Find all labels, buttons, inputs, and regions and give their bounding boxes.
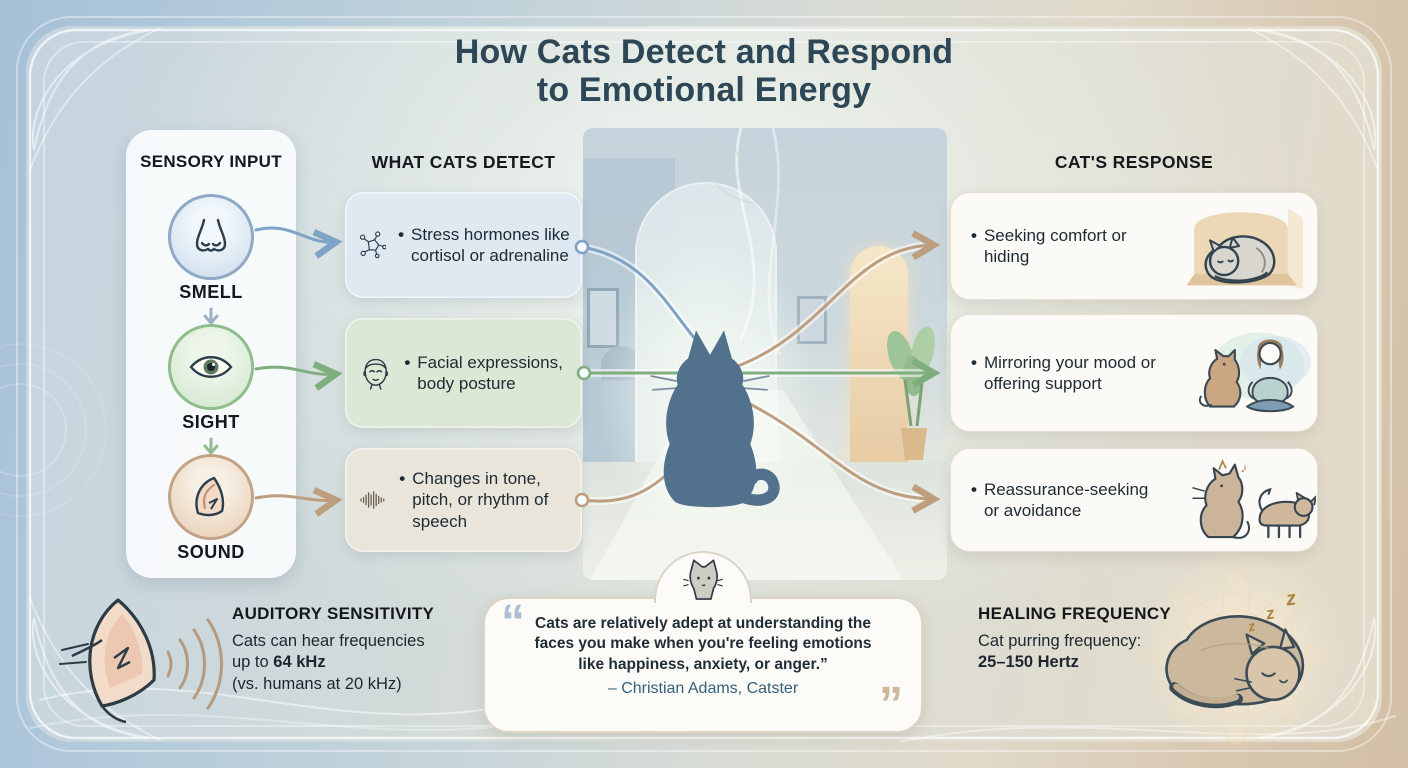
cat-hiding-in-corner-icon [1165,197,1317,295]
smell-label: SMELL [179,282,243,302]
cat-head-icon [683,559,723,600]
auditory-line1: Cats can hear frequencies [232,632,425,650]
bullet: • [971,479,977,499]
bullet: • [399,469,406,489]
page-title: How Cats Detect and Respond to Emotional… [0,33,1408,110]
plant-icon [887,326,935,460]
molecule-icon [359,231,387,259]
sight-label: SIGHT [182,412,240,432]
smell-circle [168,194,254,280]
detect-box-tone-of-speech: • Changes in tone, pitch, or rhythm of s… [345,448,582,552]
quote-attribution: – Christian Adams, Catster [607,680,799,698]
sound-label: SOUND [177,542,245,562]
two-cats-icon: ♪ [1165,453,1317,547]
response-item-text: Seeking comfort or hiding [983,225,1127,266]
title-line-2: to Emotional Energy [536,71,872,110]
response-box-mirroring-mood: • Mirroring your mood or offering suppor… [950,314,1318,432]
cat-with-meditating-person-icon [1165,320,1317,427]
quote-text: Cats are relatively adept at understandi… [534,615,872,673]
detect-box-stress-hormones: • Stress hormones like cortisol or adren… [345,192,582,298]
face-icon [363,358,389,390]
quote-box: “ Cats are relatively adept at understan… [483,551,923,733]
open-quote-icon: “ [501,596,525,649]
detect-item-text: Stress hormones like cortisol or adrenal… [411,224,570,265]
response-box-seeking-comfort: • Seeking comfort or hiding [950,192,1318,300]
sight-circle [168,324,254,410]
bullet: • [971,225,977,245]
auditory-heading: AUDITORY SENSITIVITY [232,604,435,623]
response-item-text: Mirroring your mood or offering support [983,352,1156,393]
cats-response-header: CAT'S RESPONSE [1054,152,1214,172]
healing-hertz: 25–150 Hertz [978,653,1079,672]
cat-silhouette-icon [640,323,780,511]
bullet: • [404,352,411,372]
response-box-reassurance: • Reassurance-seeking or avoidance ♪ [950,448,1318,552]
detect-item-text: Changes in tone, pitch, or rhythm of spe… [412,469,549,531]
title-line-1: How Cats Detect and Respond [454,33,954,71]
auditory-line3: (vs. humans at 20 kHz) [232,674,402,693]
eye-icon [189,356,233,378]
music-note-icon: ♪ [1239,460,1249,476]
response-item-text: Reassurance-seeking or avoidance [983,479,1149,520]
sleeping-cat-icon [1148,592,1324,716]
bullet: • [398,224,405,244]
sound-circle [168,454,254,540]
close-quote-icon: ” [879,678,903,731]
auditory-sensitivity-block: AUDITORY SENSITIVITY Cats can hear frequ… [232,604,467,695]
detect-item-text: Facial expressions, body posture [417,352,563,393]
what-cats-detect-header: WHAT CATS DETECT [371,152,556,172]
sensory-input-panel: SENSORY INPUT SMELL [126,130,296,578]
cat-ear-soundwaves-icon [52,586,242,724]
auditory-64khz: 64 kHz [273,653,326,672]
waveform-icon [360,491,385,509]
nose-icon [195,218,227,252]
detect-box-facial-expressions: • Facial expressions, body posture [345,318,582,428]
auditory-line2: up to 64 kHz [232,653,326,672]
bullet: • [971,352,977,372]
ear-icon [195,476,225,517]
sensory-input-header: SENSORY INPUT [140,152,282,171]
